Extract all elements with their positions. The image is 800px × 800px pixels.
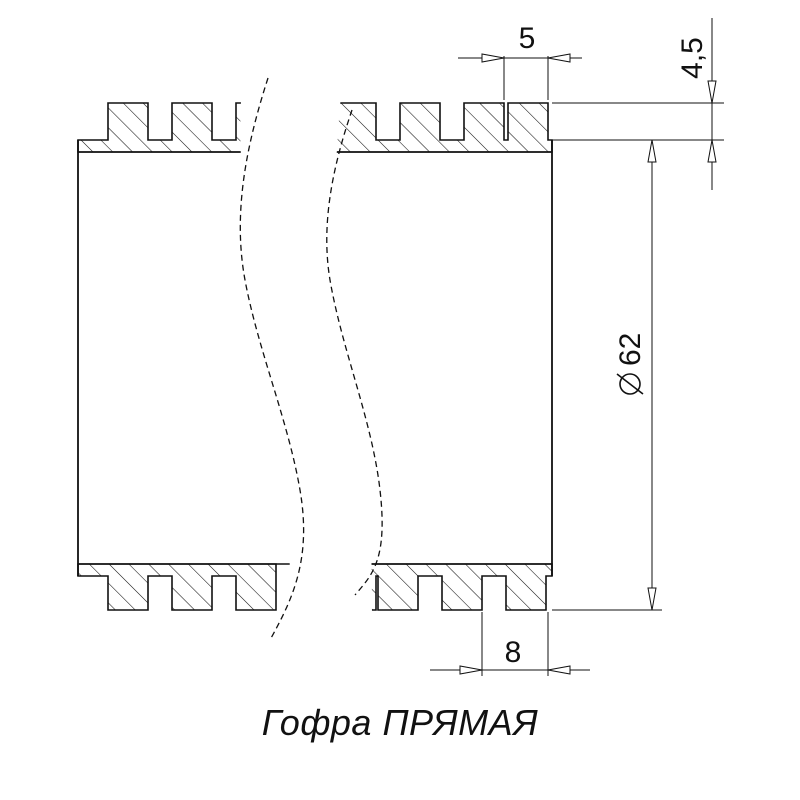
right-tube-fragment bbox=[335, 102, 553, 611]
left-tube-fragment bbox=[77, 102, 291, 611]
dimension-label-pitch: 8 bbox=[505, 636, 522, 669]
top-corrugation-left bbox=[77, 102, 277, 153]
bottom-corrugation-right bbox=[335, 563, 553, 611]
dimension-diameter: 62 bbox=[552, 139, 662, 611]
dimension-label-tooth-width: 5 bbox=[519, 22, 536, 55]
drawing-caption: Гофра ПРЯМАЯ bbox=[261, 702, 539, 743]
break-line-left bbox=[239, 77, 305, 641]
dimension-pitch: 8 bbox=[430, 612, 590, 676]
bottom-corrugation-left bbox=[77, 563, 277, 611]
dimension-tooth-width: 5 bbox=[458, 22, 582, 100]
dimension-label-tooth-height: 4,5 bbox=[676, 37, 709, 79]
diameter-symbol-icon bbox=[616, 373, 644, 395]
dimension-label-diameter: 62 bbox=[614, 333, 647, 366]
top-corrugation-right bbox=[335, 102, 553, 153]
dimension-tooth-height: 4,5 bbox=[552, 18, 724, 190]
break-line-right bbox=[326, 109, 383, 596]
